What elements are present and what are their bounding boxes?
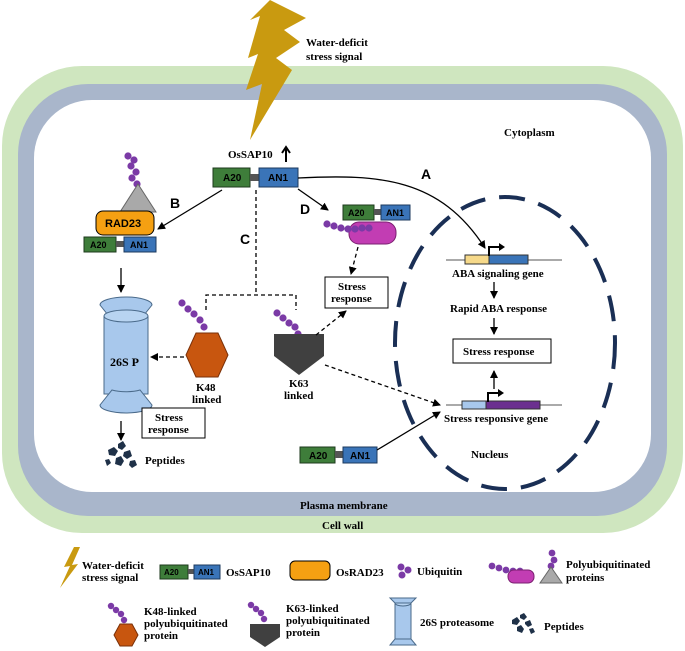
pathway-d-label: D xyxy=(300,201,310,217)
legend-k63-icon xyxy=(247,601,280,647)
k63-label-line1: K63 xyxy=(289,378,309,390)
legend-polyub-icon xyxy=(488,549,563,584)
cytoplasm-label: Cytoplasm xyxy=(504,127,555,139)
stress-response-box-nucleus xyxy=(452,338,552,364)
aba-transcription-start-icon xyxy=(488,246,500,256)
pathway-d-complex: A20 AN1 xyxy=(323,204,411,245)
aba-gene-coding xyxy=(488,254,529,265)
stress-gene-label: Stress responsive gene xyxy=(444,413,548,425)
k48-label-line1: K48 xyxy=(196,382,216,394)
pathway-a-label: A xyxy=(421,166,431,182)
an1-label: AN1 xyxy=(268,173,288,184)
signal-label-line2: stress signal xyxy=(306,51,362,63)
rapid-aba-label: Rapid ABA response xyxy=(450,303,547,315)
k63-label-line2: linked xyxy=(284,390,313,402)
stress-response-middle-line1: Stress xyxy=(338,281,367,293)
legend-proteasome-label: 26S proteasome xyxy=(420,617,494,629)
k63-linked-protein: K63 linked xyxy=(273,309,324,402)
plasma-membrane-label: Plasma membrane xyxy=(300,500,388,512)
legend-signal-line2: stress signal xyxy=(82,572,138,584)
legend-ubiquitin-icon xyxy=(397,563,412,579)
pathway-c-connector xyxy=(205,190,297,310)
pathway-d-arrow xyxy=(297,188,329,211)
aba-gene-promoter xyxy=(464,254,490,265)
peptides-label: Peptides xyxy=(145,455,185,467)
aba-gene-label: ABA signaling gene xyxy=(452,268,544,280)
legend-k48-line1: K48-linked xyxy=(144,606,197,618)
legend-k48-icon xyxy=(107,602,139,647)
upregulation-arrow-icon xyxy=(281,145,291,162)
k48-label-line2: linked xyxy=(192,394,221,406)
legend: Water-deficit stress signal A20 AN1 OsSA… xyxy=(60,547,650,647)
legend-k48-line2: polyubiquitinated xyxy=(144,618,228,630)
legend-a20-label: A20 xyxy=(164,568,179,577)
cell-wall-label: Cell wall xyxy=(322,520,363,532)
nucleus-label: Nucleus xyxy=(471,449,509,461)
ossap10-label: OsSAP10 xyxy=(228,149,273,161)
stress-response-left-line2: response xyxy=(148,424,189,436)
stress-gene-coding xyxy=(485,400,541,410)
stress-gene-promoter xyxy=(461,400,487,410)
legend-osrad23-label: OsRAD23 xyxy=(336,567,384,579)
legend-k63-line1: K63-linked xyxy=(286,603,339,615)
legend-rad23-icon xyxy=(289,560,331,581)
stress-response-middle-line2: response xyxy=(331,293,372,305)
d-an1-label: AN1 xyxy=(386,208,404,218)
legend-ubiquitin-label: Ubiquitin xyxy=(417,566,462,578)
signal-label-line1: Water-deficit xyxy=(306,37,368,49)
legend-signal-line1: Water-deficit xyxy=(82,560,144,572)
legend-proteasome-icon xyxy=(388,597,418,646)
legend-k48-line3: protein xyxy=(144,630,178,642)
legend-an1-label: AN1 xyxy=(198,568,215,577)
rad23-complex: RAD23 A20 AN1 xyxy=(83,152,157,253)
legend-lightning-icon xyxy=(60,547,80,588)
legend-polyub-line2: proteins xyxy=(566,572,605,584)
rad23-an1-label: AN1 xyxy=(130,240,148,250)
nucleus xyxy=(393,195,617,491)
rad23-a20-label: A20 xyxy=(90,240,107,250)
proteasome-label: 26S P xyxy=(110,355,139,369)
k48-linked-protein: K48 linked xyxy=(178,299,229,406)
legend-polyub-line1: Polyubiquitinated xyxy=(566,559,650,571)
legend-ossap10-label: OsSAP10 xyxy=(226,567,271,579)
d-a20-label: A20 xyxy=(348,208,365,218)
bottom-an1-label: AN1 xyxy=(350,451,370,462)
legend-peptides-icon xyxy=(512,613,535,634)
peptides-icon xyxy=(105,441,137,468)
pathway-b-label: B xyxy=(170,195,180,211)
stress-response-box-left xyxy=(141,407,206,439)
legend-peptides-label: Peptides xyxy=(544,621,584,633)
k63-to-stress-gene-arrow xyxy=(324,364,441,407)
stress-response-left-line1: Stress xyxy=(155,412,184,424)
a20-label: A20 xyxy=(223,173,242,184)
stress-transcription-start-icon xyxy=(487,392,499,402)
pathway-b-arrow xyxy=(157,189,223,230)
pathway-a-arrow xyxy=(297,176,486,249)
legend-k63-line3: protein xyxy=(286,627,320,639)
lightning-icon xyxy=(246,0,306,140)
rad23-label: RAD23 xyxy=(105,218,141,230)
pathway-c-label: C xyxy=(240,231,250,247)
ossap10-to-stress-gene-arrow xyxy=(376,411,441,451)
proteasome-26s: 26S P xyxy=(99,296,153,414)
legend-k63-line2: polyubiquitinated xyxy=(286,615,370,627)
bottom-a20-label: A20 xyxy=(309,451,328,462)
ossap10-protein-bottom: A20 AN1 xyxy=(299,446,378,464)
d-to-stress-response-arrow xyxy=(348,246,359,275)
stress-response-box-middle xyxy=(324,276,389,309)
ossap10-protein: A20 AN1 xyxy=(212,167,299,188)
stress-response-nucleus-label: Stress response xyxy=(463,346,535,358)
